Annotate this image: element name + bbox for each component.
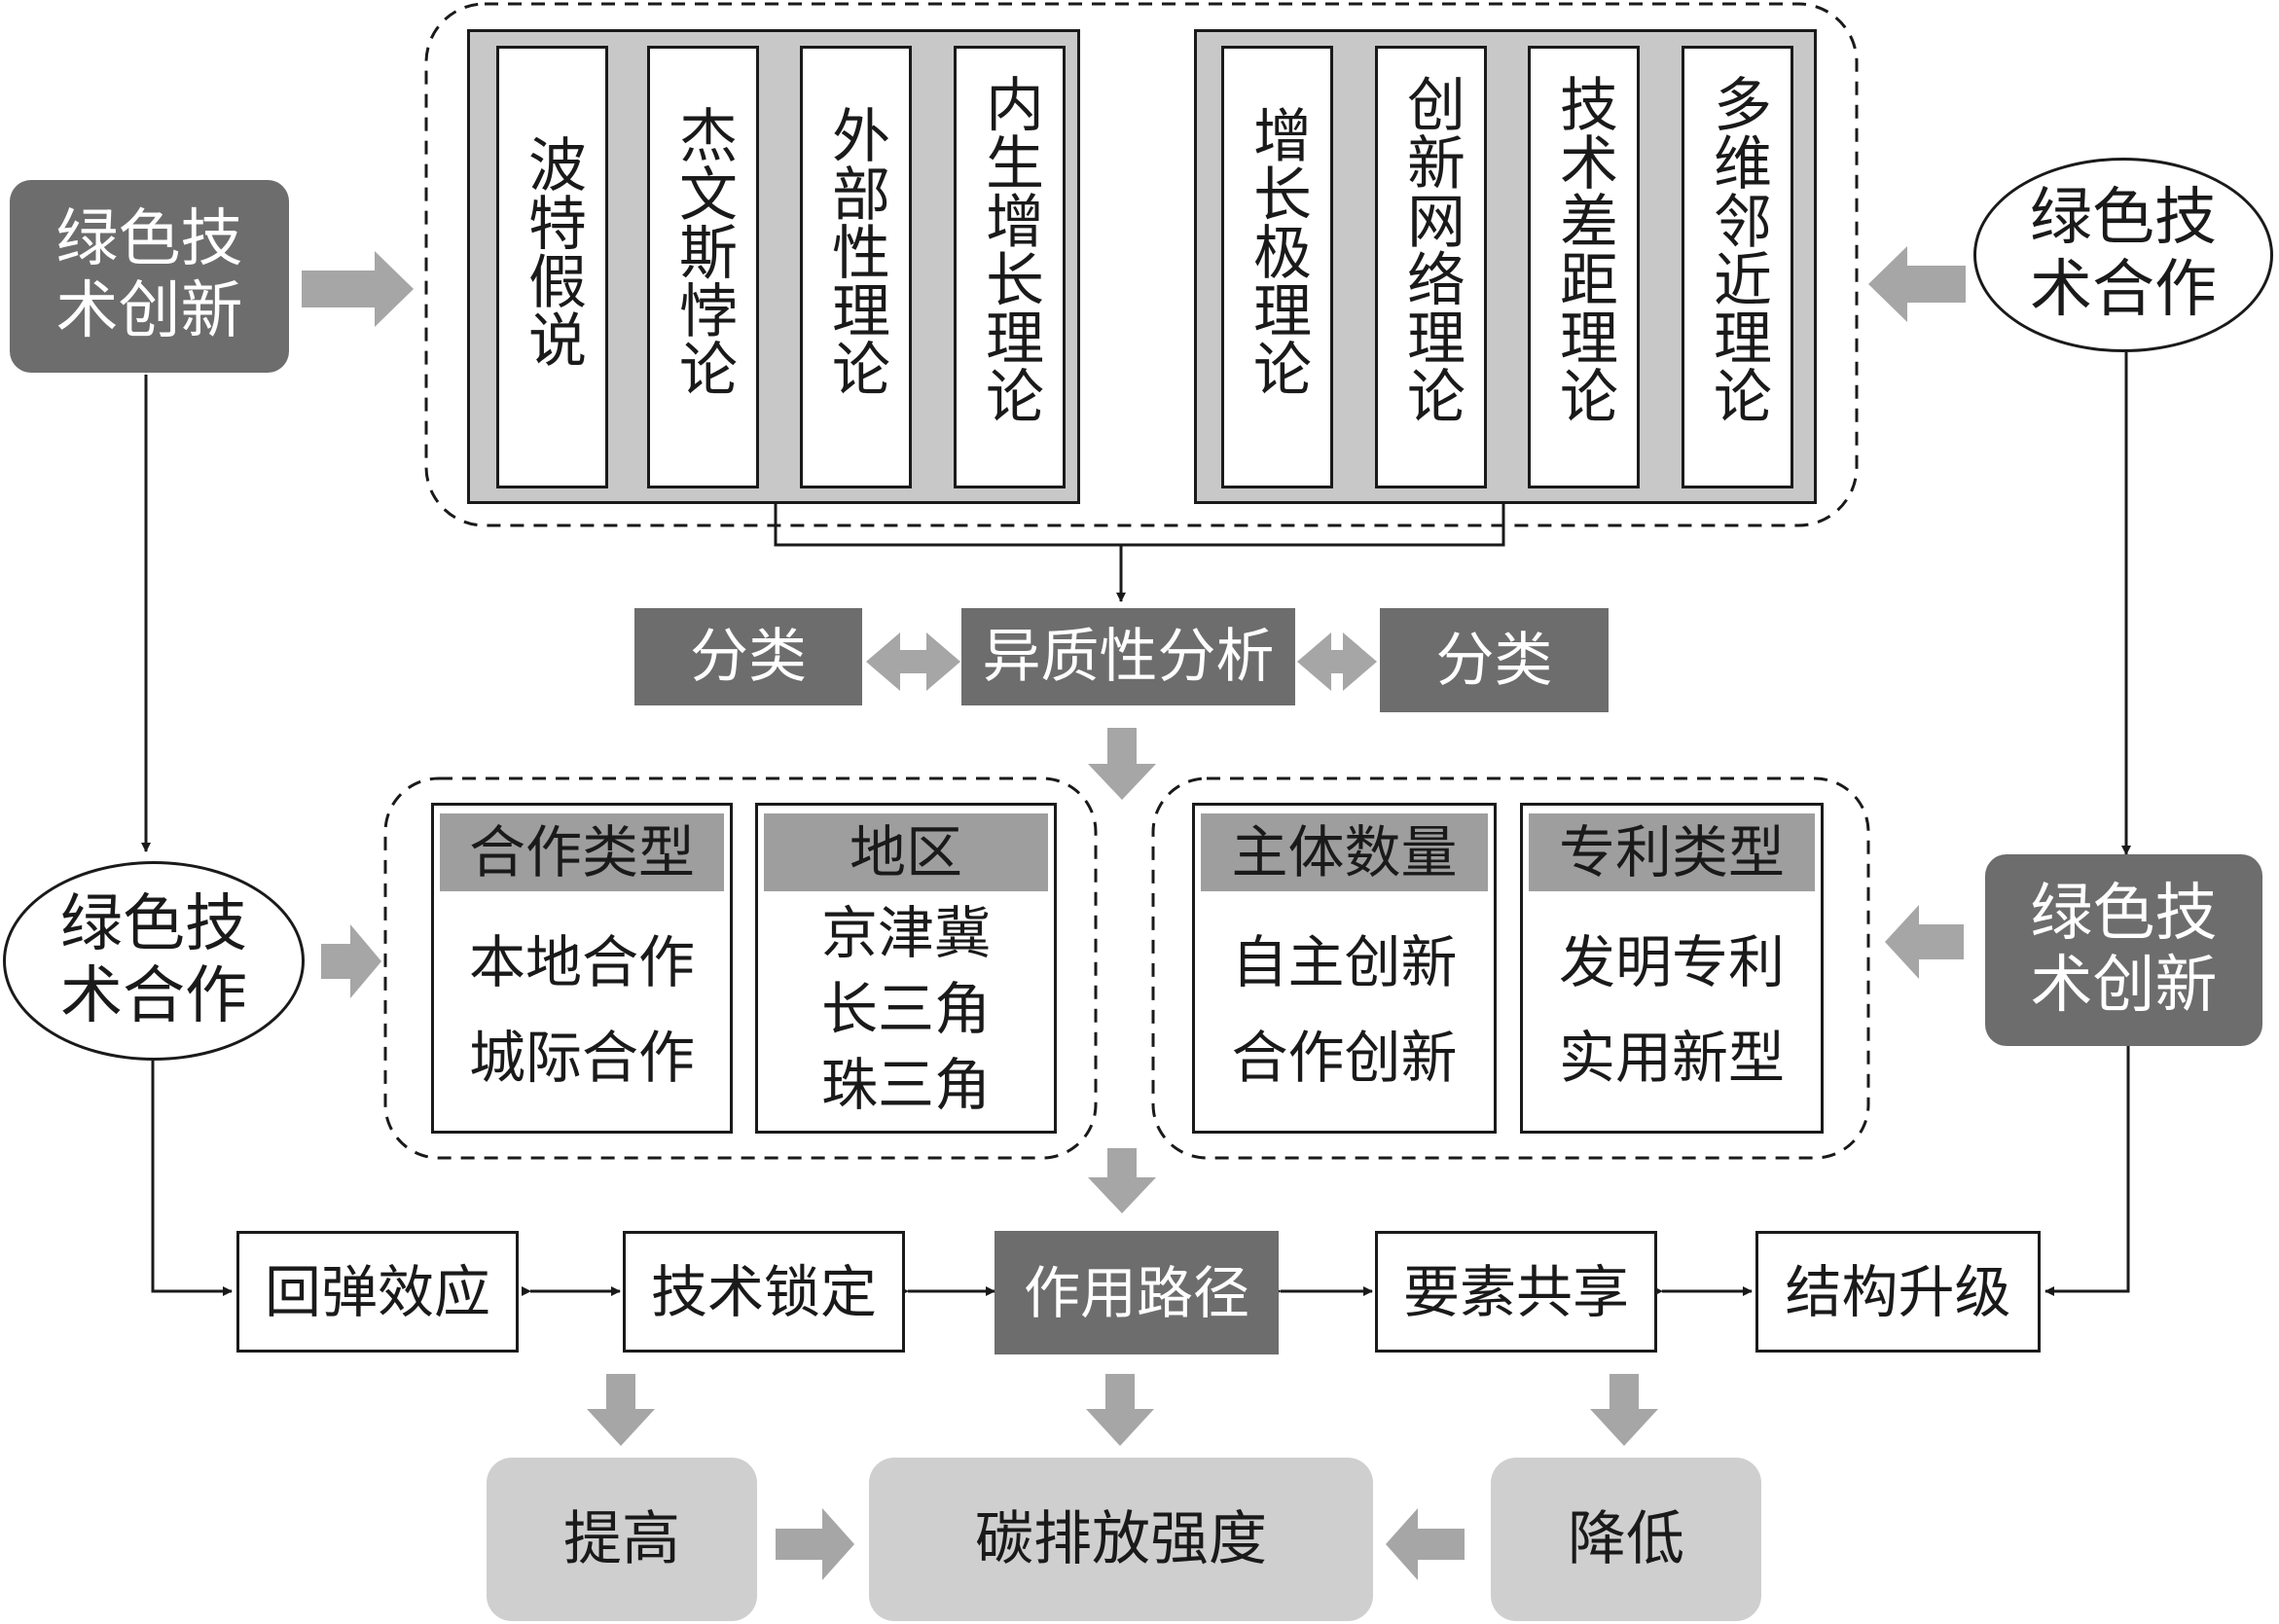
- path-box-mechanism: 作用路径: [995, 1231, 1279, 1354]
- category-item: 本地合作: [468, 929, 695, 995]
- path-box-lock: 技术锁定: [623, 1231, 905, 1353]
- category-item: 城际合作: [468, 1025, 695, 1091]
- category-box: 合作类型 本地合作 城际合作: [431, 803, 733, 1134]
- theory-card: 创新网络理论: [1375, 46, 1487, 488]
- path-label: 要素共享: [1402, 1258, 1629, 1325]
- gray-arrow-left-source-to-theories: [302, 251, 414, 327]
- outcome-target-box: 碳排放强度: [869, 1458, 1373, 1621]
- gray-arrow-path-to-target: [1086, 1374, 1154, 1446]
- gray-arrow-increase-to-target: [776, 1508, 854, 1580]
- gray-arrow-decrease-to-target: [1386, 1508, 1465, 1580]
- category-group-outline-right: [1151, 776, 1870, 1160]
- classify-left-label: 分类: [690, 623, 807, 691]
- heterogeneity-box: 异质性分析: [961, 608, 1295, 705]
- gray-double-arrow-left: [866, 632, 960, 691]
- path-label: 回弹效应: [264, 1258, 490, 1325]
- theory-label: 多维邻近理论: [1703, 74, 1772, 424]
- path-label: 结构升级: [1785, 1258, 2011, 1325]
- path-box-rebound: 回弹效应: [236, 1231, 519, 1353]
- outcome-increase-label: 提高: [563, 1505, 680, 1573]
- category-item: 京津冀: [820, 900, 991, 966]
- heterogeneity-label: 异质性分析: [982, 623, 1275, 691]
- category-box: 主体数量 自主创新 合作创新: [1192, 803, 1497, 1134]
- category-box: 专利类型 发明专利 实用新型: [1520, 803, 1824, 1134]
- category-title: 合作类型: [440, 813, 724, 891]
- path-box-share: 要素共享: [1375, 1231, 1657, 1353]
- category-item: 长三角: [820, 976, 991, 1042]
- theory-label: 增长极理论: [1243, 105, 1312, 397]
- classify-right-label: 分类: [1435, 626, 1553, 695]
- gray-arrow-ellipse-to-categories: [321, 924, 381, 998]
- theory-label: 外部性理论: [821, 105, 890, 397]
- theory-group-outline: [424, 2, 1859, 527]
- gray-arrow-categories-down: [1088, 1148, 1156, 1213]
- gray-double-arrow-right: [1297, 632, 1377, 691]
- category-item: 实用新型: [1558, 1025, 1785, 1091]
- right-top-source-ellipse: 绿色技术合作: [1973, 158, 2273, 352]
- theory-label: 创新网络理论: [1396, 74, 1465, 424]
- category-item: 珠三角: [820, 1052, 991, 1118]
- theory-label: 技术差距理论: [1549, 74, 1618, 424]
- category-title: 主体数量: [1201, 813, 1488, 891]
- theory-merge-bracket: [774, 501, 1505, 547]
- gray-arrow-heterogeneity-down: [1088, 728, 1156, 800]
- left-ellipse-to-rebound-connector: [151, 1061, 233, 1296]
- gray-arrow-right-source-to-theories: [1868, 246, 1966, 322]
- theory-card: 外部性理论: [800, 46, 912, 488]
- theory-label: 波特假说: [518, 134, 587, 368]
- theory-card: 增长极理论: [1221, 46, 1333, 488]
- classify-right-box: 分类: [1380, 608, 1609, 712]
- theory-card: 波特假说: [496, 46, 608, 488]
- left-top-source-box: 绿色技术创新: [10, 180, 289, 373]
- category-title: 地区: [764, 813, 1048, 891]
- theory-label: 内生增长理论: [975, 74, 1044, 424]
- outcome-decrease-label: 降低: [1568, 1505, 1684, 1573]
- category-item: 发明专利: [1558, 929, 1785, 995]
- classify-left-box: 分类: [634, 608, 862, 705]
- path-label: 技术锁定: [650, 1258, 877, 1325]
- gray-arrow-lock-to-increase: [587, 1374, 655, 1446]
- right-top-source-label: 绿色技术合作: [2030, 182, 2217, 326]
- right-source-to-upgrade-connector: [2044, 1046, 2130, 1296]
- theory-card: 杰文斯悖论: [647, 46, 759, 488]
- category-title: 专利类型: [1529, 813, 1815, 891]
- theory-card: 技术差距理论: [1528, 46, 1640, 488]
- theory-card: 多维邻近理论: [1682, 46, 1793, 488]
- category-item: 自主创新: [1231, 929, 1458, 995]
- left-top-source-label: 绿色技术创新: [55, 203, 243, 347]
- gray-arrow-share-to-decrease: [1590, 1374, 1658, 1446]
- left-mid-source-label: 绿色技术合作: [60, 887, 247, 1032]
- outcome-target-label: 碳排放强度: [975, 1505, 1267, 1573]
- outcome-increase-box: 提高: [487, 1458, 757, 1621]
- theory-label: 杰文斯悖论: [669, 105, 738, 397]
- category-box: 地区 京津冀 长三角 珠三角: [755, 803, 1057, 1134]
- outcome-decrease-box: 降低: [1491, 1458, 1761, 1621]
- category-item: 合作创新: [1231, 1025, 1458, 1091]
- category-group-outline-left: [383, 776, 1098, 1160]
- right-mid-source-box: 绿色技术创新: [1985, 854, 2262, 1046]
- path-box-upgrade: 结构升级: [1755, 1231, 2041, 1353]
- gray-arrow-right-source-to-categories: [1885, 905, 1964, 979]
- right-mid-source-label: 绿色技术创新: [2030, 877, 2218, 1022]
- path-label: 作用路径: [1023, 1259, 1249, 1326]
- theory-card: 内生增长理论: [954, 46, 1066, 488]
- left-mid-source-ellipse: 绿色技术合作: [3, 861, 305, 1061]
